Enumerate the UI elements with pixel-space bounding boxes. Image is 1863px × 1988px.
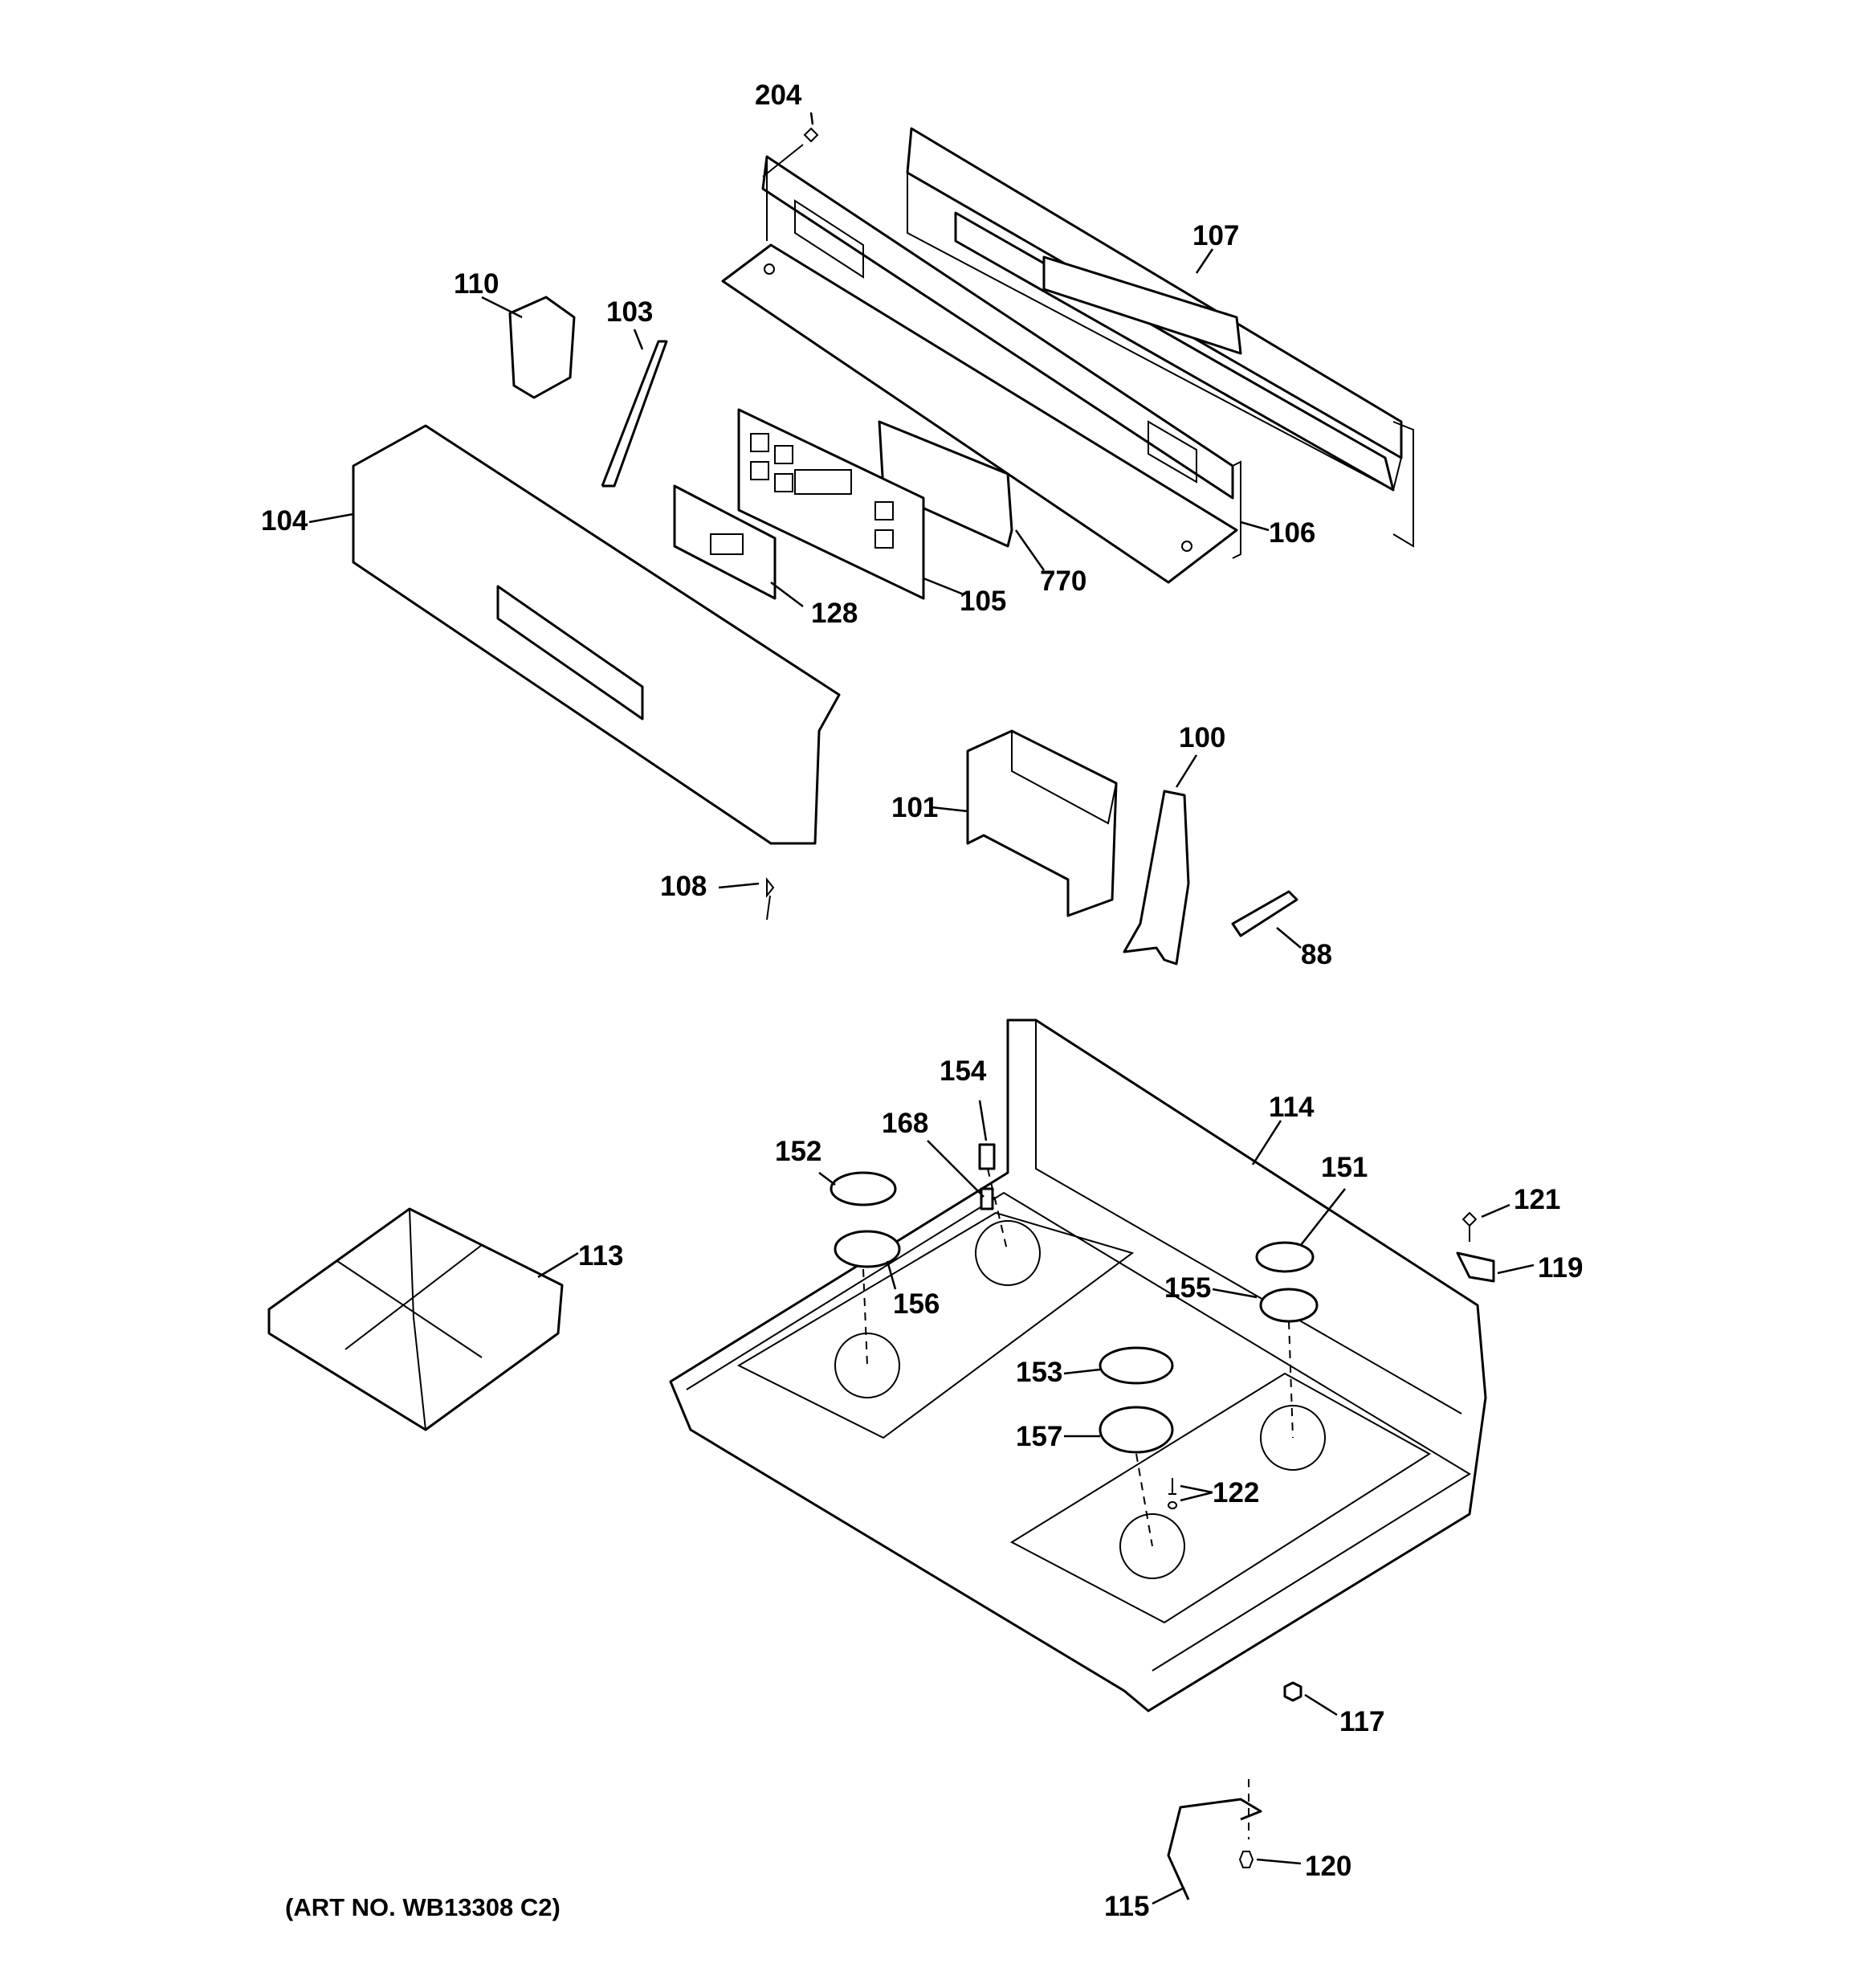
callout-105: 105 (960, 586, 1006, 617)
rear-cover-107 (906, 127, 1414, 548)
screw-204 (762, 127, 819, 178)
callout-100: 100 (1179, 722, 1225, 753)
burner-head-156 (834, 1230, 901, 1268)
callout-106: 106 (1269, 517, 1315, 549)
callout-114: 114 (1269, 1092, 1315, 1123)
callout-104: 104 (261, 505, 308, 537)
bracket-119 (1456, 1251, 1495, 1283)
callout-117: 117 (1339, 1706, 1384, 1737)
manifold-panel-106 (721, 155, 1241, 584)
cap-151 (1255, 1241, 1315, 1273)
callout-153: 153 (1016, 1357, 1062, 1388)
callout-122: 122 (1213, 1477, 1259, 1508)
spring-168 (980, 1187, 994, 1210)
callout-151: 151 (1321, 1152, 1368, 1183)
callout-156: 156 (893, 1288, 940, 1320)
cap-152 (830, 1171, 897, 1206)
nut-120 (1238, 1851, 1254, 1868)
callout-120: 120 (1305, 1851, 1351, 1882)
callout-157: 157 (1016, 1421, 1062, 1452)
bracket-103 (601, 340, 668, 488)
callout-110: 110 (454, 268, 499, 300)
callout-204: 204 (755, 80, 802, 111)
callout-155: 155 (1164, 1272, 1211, 1304)
orifice-154 (978, 1143, 996, 1170)
control-board-105 (737, 408, 925, 600)
callout-101: 101 (891, 792, 938, 823)
screw-108 (766, 877, 775, 921)
burner-head-155 (1259, 1288, 1319, 1323)
touch-pad-128 (673, 484, 777, 600)
art-number: (ART NO. WB13308 C2) (285, 1893, 561, 1921)
grate-113 (267, 1207, 564, 1431)
shield-101 (966, 729, 1118, 917)
callout-770: 770 (1040, 565, 1086, 597)
clip-88 (1231, 890, 1298, 937)
callout-108: 108 (660, 871, 707, 902)
callout-154: 154 (940, 1055, 987, 1087)
callout-88: 88 (1301, 939, 1332, 970)
callout-115: 115 (1104, 1891, 1149, 1922)
cooktop-114 (669, 1018, 1487, 1712)
nut-117 (1283, 1681, 1302, 1702)
cap-153 (1099, 1346, 1174, 1385)
control-panel-104 (352, 424, 841, 845)
callout-121: 121 (1514, 1184, 1560, 1215)
callout-119: 119 (1538, 1252, 1583, 1284)
callout-107: 107 (1192, 220, 1239, 251)
bracket-100 (1123, 790, 1190, 965)
screw-121 (1461, 1211, 1478, 1242)
callout-103: 103 (606, 296, 653, 328)
ignitor-module-110 (508, 296, 576, 399)
callout-113: 113 (578, 1240, 623, 1272)
callout-152: 152 (775, 1136, 821, 1167)
screw-122 (1168, 1478, 1178, 1509)
leader-lines (308, 112, 1535, 1905)
callout-168: 168 (882, 1108, 928, 1139)
burner-head-157 (1099, 1406, 1174, 1454)
callout-128: 128 (811, 598, 858, 629)
rod-115 (1167, 1779, 1262, 1900)
